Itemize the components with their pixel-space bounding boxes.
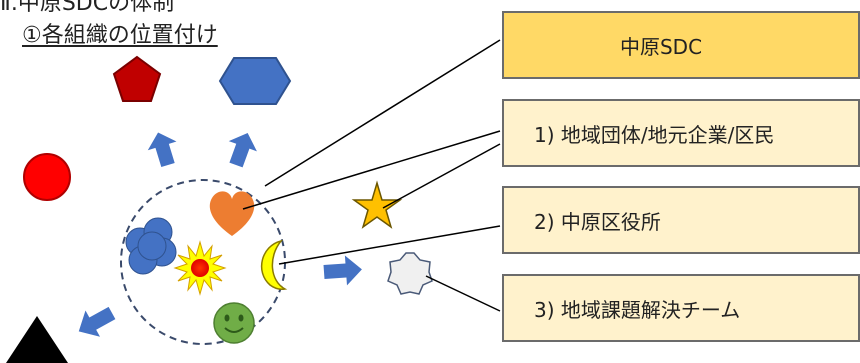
arrow-to-seven-point-star (323, 255, 362, 286)
connector-residents-star (382, 143, 501, 209)
community-circle (120, 179, 286, 345)
triangle-icon (6, 316, 68, 363)
legend-label-nakahara-sdc: 中原SDC (619, 34, 703, 59)
legend-box-nakahara-sdc: 中原SDC (502, 11, 860, 79)
heart-icon (209, 191, 255, 236)
smiley-icon (213, 302, 255, 344)
seven-point-star-icon (387, 252, 433, 295)
connector-ward (278, 225, 501, 265)
hexagon-icon (218, 57, 292, 105)
connector-residents-heart (242, 130, 501, 210)
red-circle-icon (23, 153, 71, 201)
legend-box-problem-solving-team: 3) 地域課題解決チーム (502, 274, 860, 342)
arrow-to-pentagon (147, 132, 177, 168)
connector-org (264, 39, 501, 187)
cloud-icon (125, 217, 177, 275)
legend-box-residents: 1) 地域団体/地元企業/区民 (502, 99, 860, 167)
moon-icon (260, 239, 288, 290)
pentagon-icon (112, 55, 162, 102)
legend-label-ward-office: 2) 中原区役所 (534, 209, 661, 234)
arrow-to-hexagon (228, 133, 257, 168)
legend-box-ward-office: 2) 中原区役所 (502, 186, 860, 254)
connector-lines (242, 39, 501, 312)
arrow-to-triangle (78, 306, 116, 337)
star-icon (351, 180, 403, 229)
section-subtitle: ①各組織の位置付け (22, 23, 218, 48)
connector-team (425, 275, 501, 312)
legend-label-residents: 1) 地域団体/地元企業/区民 (534, 122, 775, 147)
legend-label-problem-solving-team: 3) 地域課題解決チーム (534, 297, 741, 322)
sun-icon (173, 240, 227, 296)
page-title: Ⅱ.中原SDCの体制 (0, 0, 175, 16)
outgoing-arrows (78, 132, 362, 337)
